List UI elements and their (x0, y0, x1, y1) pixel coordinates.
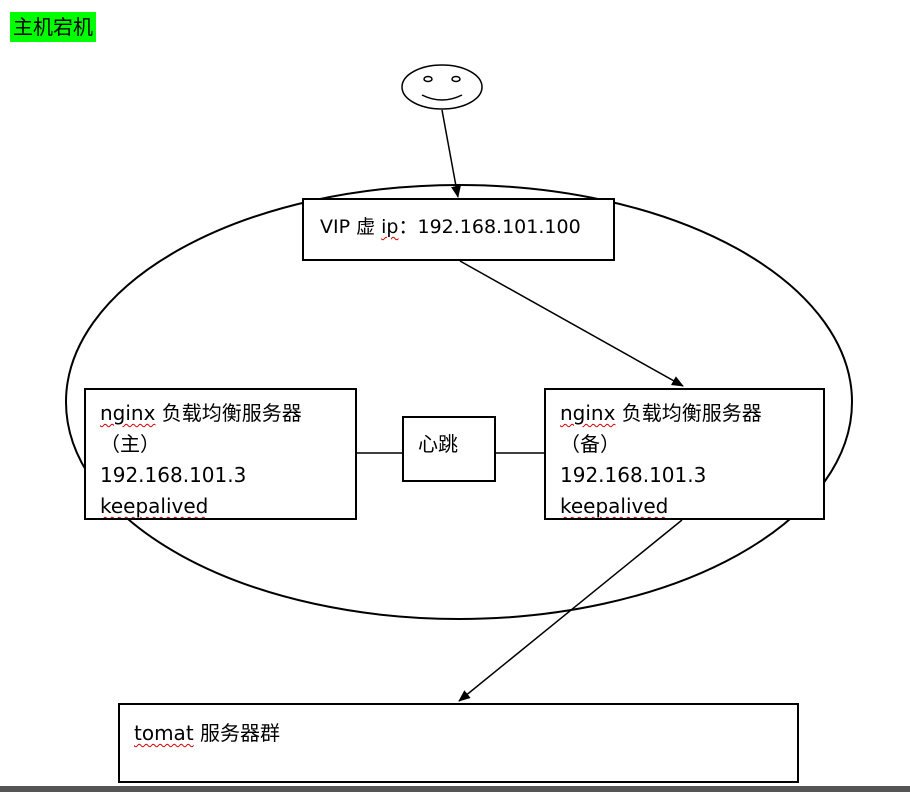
host-down-label: 主机宕机 (10, 12, 96, 42)
primary-role: （主） (100, 432, 160, 456)
vip-to-backup-arrow (459, 260, 684, 387)
vip-ip-term: ip (381, 216, 399, 238)
backup-keepalived: keepalived (560, 494, 669, 518)
vip-prefix: VIP 虚 (320, 216, 382, 238)
heartbeat-label: 心跳 (418, 432, 458, 456)
backup-to-tomcat-arrow (458, 519, 683, 702)
page-bottom-bar (0, 786, 910, 792)
tomcat-label: 服务器群 (193, 721, 281, 745)
primary-nginx-term: nginx (100, 401, 156, 425)
primary-title: nginx 负载均衡服务器 (100, 398, 355, 429)
vip-box: VIP 虚 ip：192.168.101.100 (302, 198, 615, 261)
tomcat-cluster-box: tomat 服务器群 (118, 703, 799, 783)
cluster-boundary (65, 184, 853, 620)
primary-title-text: 负载均衡服务器 (155, 401, 302, 425)
primary-ip: 192.168.101.3 (100, 463, 247, 487)
backup-nginx-box: nginx 负载均衡服务器 （备） 192.168.101.3 keepaliv… (544, 388, 825, 520)
tomcat-term: tomat (134, 721, 194, 745)
heartbeat-box: 心跳 (402, 416, 496, 482)
vip-address: ：192.168.101.100 (398, 216, 581, 238)
smiley-face-icon (401, 64, 483, 110)
backup-ip: 192.168.101.3 (560, 463, 707, 487)
backup-title: nginx 负载均衡服务器 (560, 398, 823, 429)
primary-keepalived: keepalived (100, 494, 209, 518)
backup-title-text: 负载均衡服务器 (615, 401, 762, 425)
client-to-vip-arrow (441, 109, 461, 198)
backup-nginx-term: nginx (560, 401, 616, 425)
backup-role: （备） (560, 432, 620, 456)
primary-nginx-box: nginx 负载均衡服务器 （主） 192.168.101.3 keepaliv… (84, 388, 357, 520)
